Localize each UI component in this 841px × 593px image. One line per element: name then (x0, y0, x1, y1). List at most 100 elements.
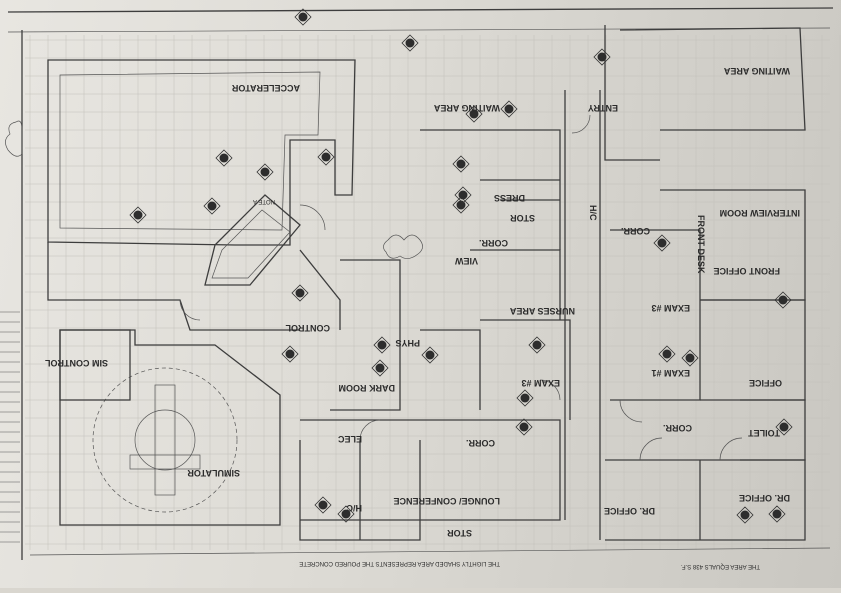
exam3-a-outline (480, 319, 571, 420)
maze-inner (211, 209, 291, 279)
simulator-gantry-circle (92, 367, 238, 513)
section-tag (775, 418, 793, 436)
section-tag-diamond (516, 389, 534, 407)
section-tag-dot (425, 350, 435, 360)
section-tag-diamond (256, 163, 274, 181)
door-swing (639, 437, 663, 461)
label-corr-mid: CORR. (621, 226, 650, 236)
bottom-dimension-line (29, 547, 831, 556)
section-tag-diamond (528, 336, 546, 354)
section-tag (256, 163, 274, 181)
label-stor-left: STOR (447, 528, 472, 538)
section-tag (452, 155, 470, 173)
section-tag-dot (778, 295, 788, 305)
section-tag-diamond (337, 505, 355, 523)
label-toilet: TOILET (748, 428, 780, 438)
label-dr-office-a: DR. OFFICE (604, 506, 655, 516)
section-tag-diamond (371, 359, 389, 377)
section-tag-diamond (500, 100, 518, 118)
section-tag (653, 234, 671, 252)
label-view: VIEW (454, 256, 478, 266)
section-tag-dot (377, 340, 387, 350)
label-corr-top: CORR. (479, 238, 508, 248)
section-tag-diamond (768, 505, 786, 523)
section-tag-diamond (775, 418, 793, 436)
section-tag-diamond (215, 149, 233, 167)
section-tag-diamond (658, 345, 676, 363)
section-tag-dot (662, 349, 672, 359)
section-tag-diamond (681, 349, 699, 367)
label-control: CONTROL (285, 323, 330, 333)
section-tag (774, 291, 792, 309)
label-office: OFFICE (749, 378, 782, 388)
label-elec: ELEC (337, 434, 362, 444)
section-tag (421, 346, 439, 364)
simulator-gantry-inner (134, 409, 196, 471)
dark-room-outline (330, 259, 401, 411)
section-tag-diamond (593, 48, 611, 66)
label-dr-office-b: DR. OFFICE (739, 493, 790, 503)
section-tag-dot (207, 201, 217, 211)
section-tag-diamond (373, 336, 391, 354)
revision-cloud (383, 234, 423, 259)
dr-offices-outline (605, 459, 806, 541)
section-tag-diamond (421, 346, 439, 364)
sim-control-room (59, 329, 131, 401)
section-tag-dot (519, 422, 529, 432)
section-tag-dot (219, 153, 229, 163)
section-tag-dot (321, 152, 331, 162)
section-tag-diamond (317, 148, 335, 166)
background-grid (25, 35, 841, 550)
label-exam3-a: EXAM #3 (521, 378, 560, 388)
note-area: THE AREA EQUALS 438 S.F. (681, 563, 760, 569)
section-tag-diamond (515, 418, 533, 436)
section-tag-diamond (401, 34, 419, 52)
section-tags (129, 8, 793, 524)
label-nurses-area: NURSES AREA (509, 306, 575, 316)
section-tag-diamond (314, 496, 332, 514)
label-lounge: LOUNGE/ CONFERENCE (393, 496, 500, 506)
lower-corridor-outline (300, 419, 561, 521)
label-interview-room: INTERVIEW ROOM (720, 208, 800, 218)
section-tag-dot (375, 363, 385, 373)
label-front-desk: FRONT DESK (696, 215, 706, 274)
label-simulator: SIMULATOR (187, 468, 240, 478)
section-tag (337, 505, 355, 523)
section-tag-dot (295, 288, 305, 298)
simulator-table (154, 384, 176, 496)
label-dark-room: DARK ROOM (339, 383, 396, 393)
phys-room-outline (420, 329, 481, 410)
section-tag-dot (458, 190, 468, 200)
section-tag-dot (318, 500, 328, 510)
front-office-outline (660, 189, 806, 301)
section-tag-dot (597, 52, 607, 62)
section-tag (371, 359, 389, 377)
label-sim-control: SIM CONTROL (45, 358, 108, 368)
section-tag-diamond (452, 155, 470, 173)
door-swing (359, 419, 381, 441)
door-swing (179, 299, 201, 321)
section-tag (658, 345, 676, 363)
label-exam3-b: EXAM #3 (651, 303, 690, 313)
simulator-arm (129, 454, 201, 470)
section-tag-diamond (129, 206, 147, 224)
section-tag-dot (504, 104, 514, 114)
section-tag-dot (260, 167, 270, 177)
section-tag-dot (532, 340, 542, 350)
label-waiting-area-right: WAITING AREA (723, 66, 790, 76)
section-tag (203, 197, 221, 215)
section-tag (291, 284, 309, 302)
door-swing (619, 399, 643, 423)
section-tag-diamond (736, 506, 754, 524)
section-tag-dot (657, 238, 667, 248)
section-tag-diamond (454, 186, 472, 204)
section-tag-diamond (281, 345, 299, 363)
section-tag (215, 149, 233, 167)
maze-wall (204, 194, 301, 286)
section-tag-dot (520, 393, 530, 403)
label-entry: ENTRY (588, 103, 618, 113)
door-swing (539, 379, 561, 401)
section-tag (373, 336, 391, 354)
